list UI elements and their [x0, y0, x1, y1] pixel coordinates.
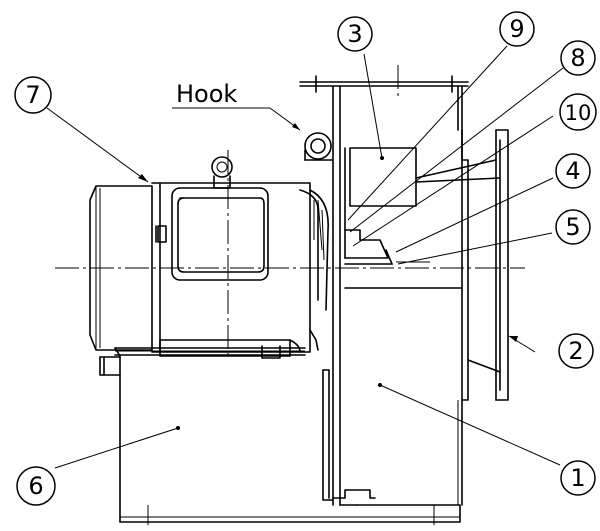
callout-8: 8	[560, 40, 596, 76]
base-frame	[99, 347, 461, 523]
callout-5: 5	[555, 209, 591, 245]
callout-9: 9	[499, 11, 535, 47]
leader-6	[54, 427, 179, 469]
hook-label: Hook	[176, 80, 237, 108]
callout-4: 4	[555, 153, 591, 189]
leader-ends	[138, 123, 518, 430]
callout-7: 7	[14, 76, 52, 114]
leader-3	[363, 53, 383, 159]
callout-6: 6	[16, 466, 56, 506]
callout-1: 1	[560, 460, 596, 496]
leader-5	[397, 232, 553, 265]
svg-text:4: 4	[565, 157, 580, 185]
fan-housing	[299, 75, 469, 506]
svg-text:10: 10	[565, 101, 592, 125]
inlet-cone	[415, 129, 509, 401]
leader-lines	[46, 45, 564, 469]
motor	[89, 156, 329, 359]
impeller	[344, 147, 430, 265]
svg-text:1: 1	[570, 464, 585, 492]
leader-9	[347, 45, 508, 221]
leader-1	[379, 384, 561, 466]
leader-10	[352, 115, 554, 247]
leader-8	[349, 67, 564, 233]
svg-text:2: 2	[568, 337, 583, 365]
leader-4	[395, 177, 554, 253]
callouts: 1 2 3 4 5 6 7 8	[14, 11, 597, 506]
hook	[304, 132, 333, 161]
svg-text:9: 9	[509, 15, 524, 43]
svg-text:8: 8	[570, 44, 585, 72]
svg-text:5: 5	[565, 213, 580, 241]
svg-text:6: 6	[28, 472, 43, 500]
svg-text:7: 7	[25, 81, 40, 109]
callout-10: 10	[559, 93, 597, 131]
callout-2: 2	[558, 333, 594, 369]
svg-text:3: 3	[347, 20, 362, 48]
center-lines	[55, 65, 525, 525]
callout-3: 3	[337, 16, 373, 52]
leader-7	[46, 107, 149, 183]
